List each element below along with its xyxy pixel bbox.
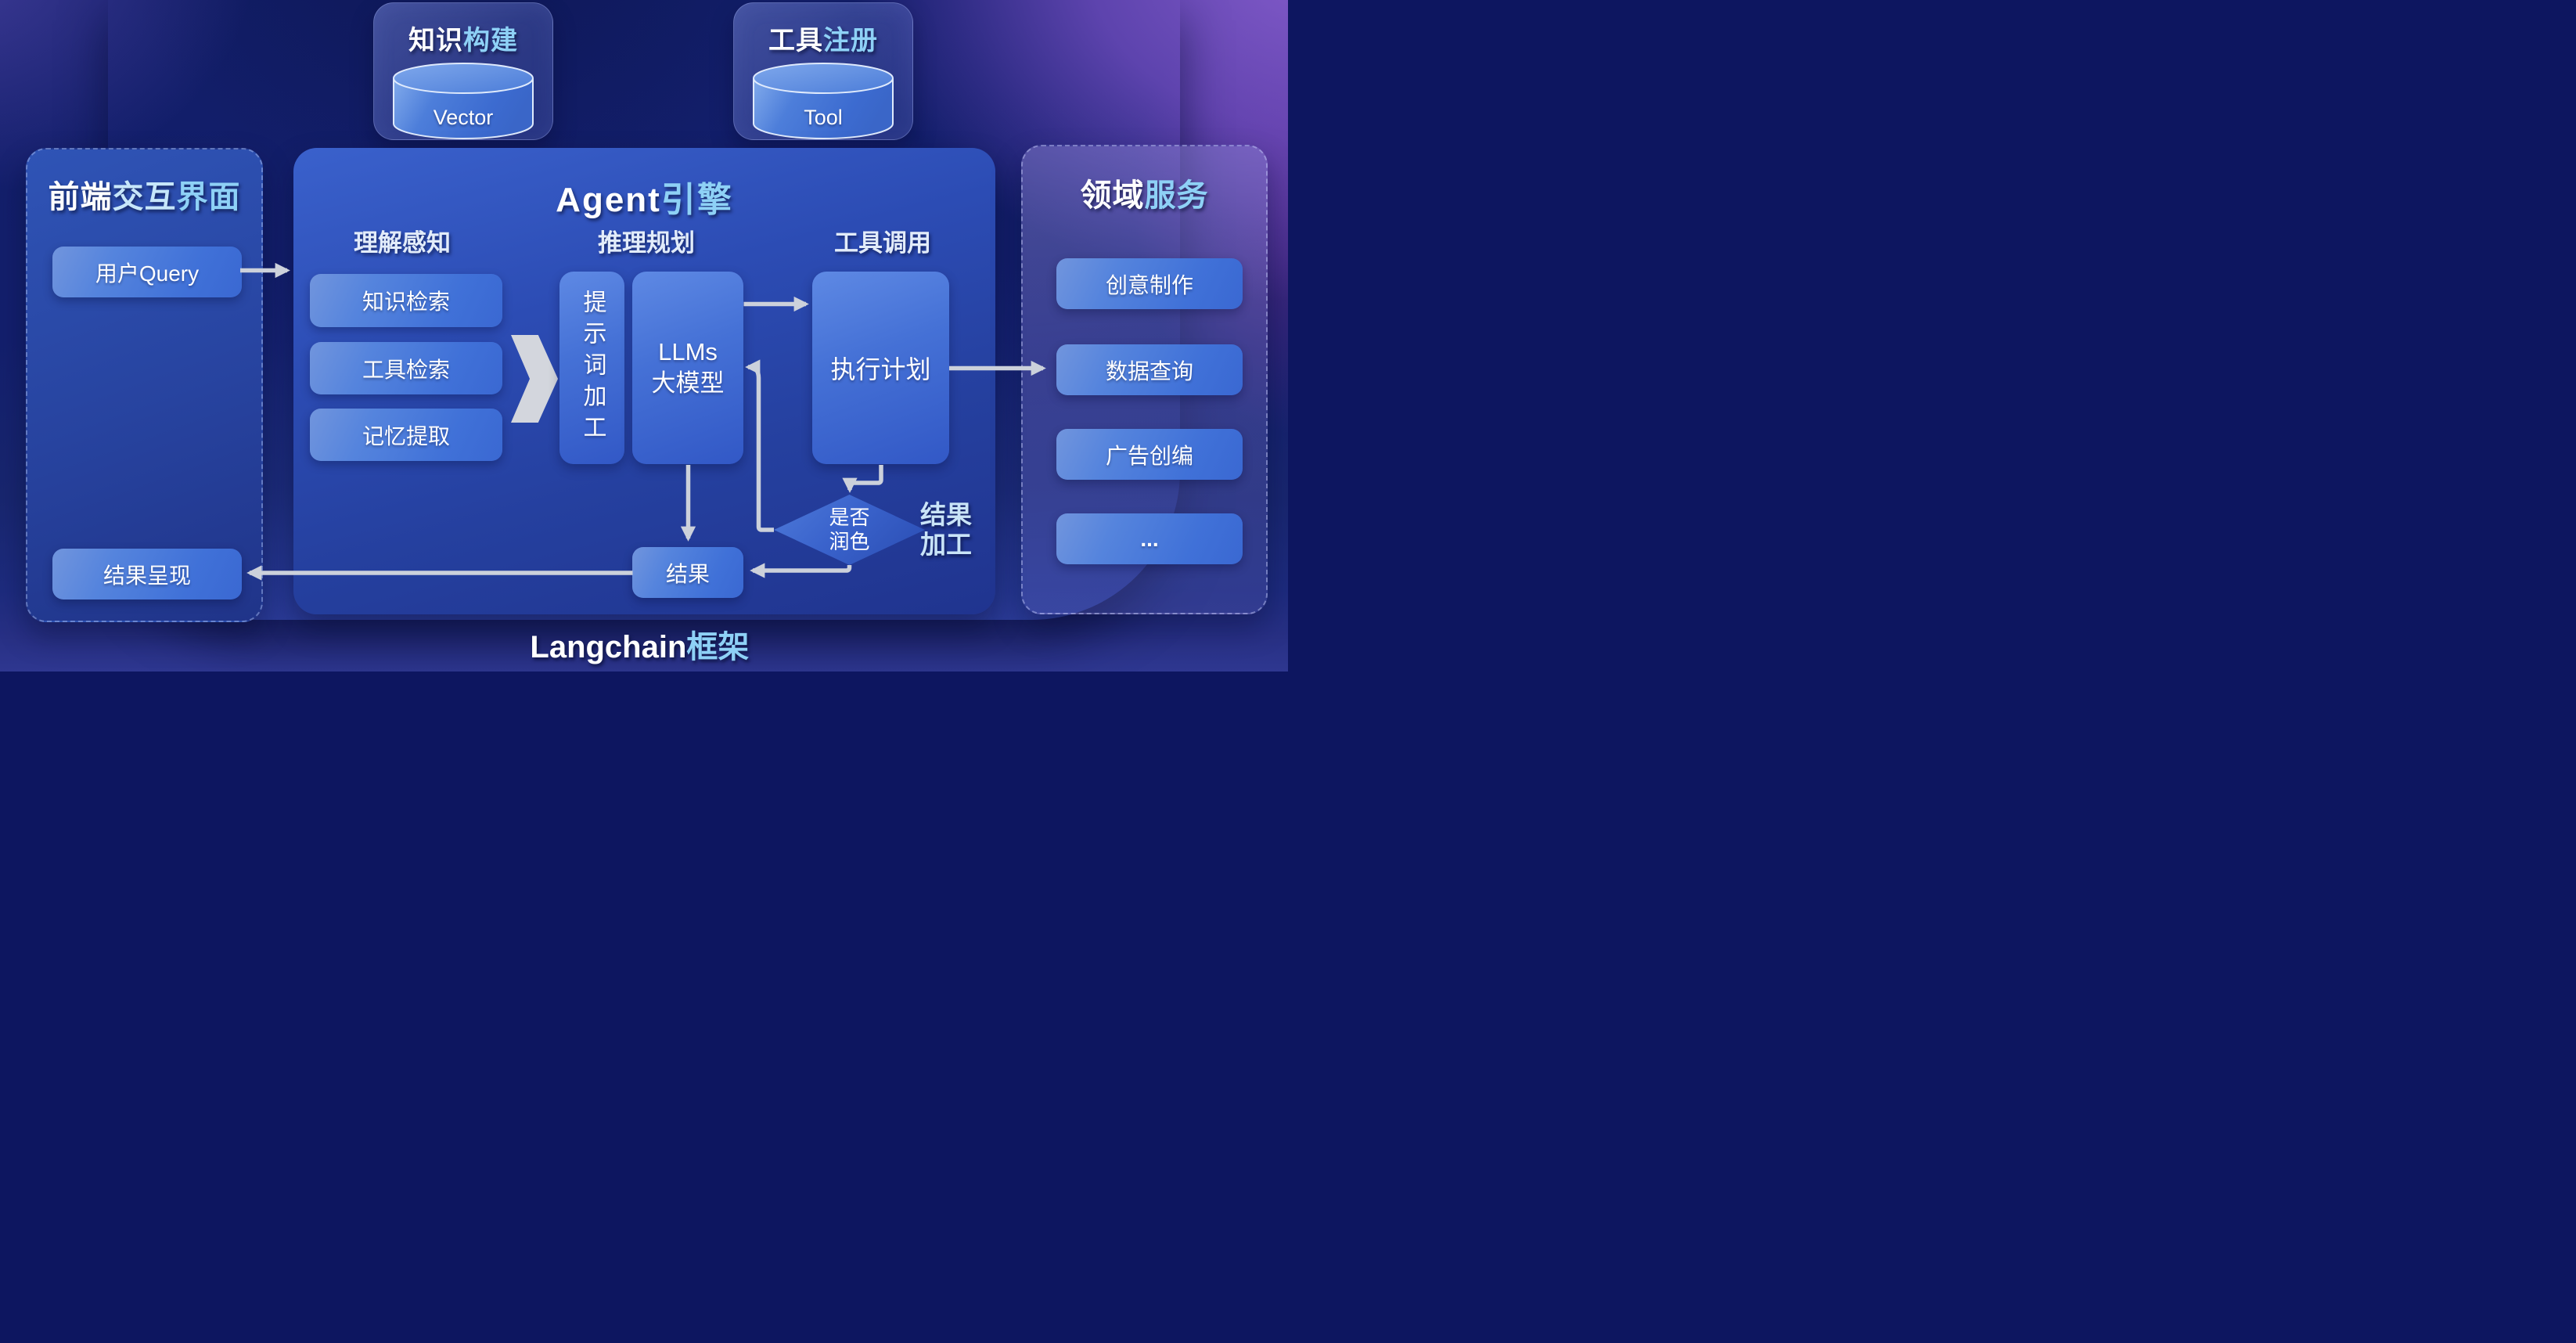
knowledge-retrieval-node: 知识检索 (310, 274, 502, 327)
langchain-framework-label: Langchain框架 (530, 630, 750, 664)
domain-services-panel: 领域服务 创意制作 数据查询 广告创编 ... (1021, 145, 1268, 614)
tool-database-icon: Tool (750, 61, 896, 142)
ad-creation-node: 广告创编 (1056, 429, 1243, 480)
tool-db-label: Tool (804, 106, 843, 129)
vector-database-icon: Vector (390, 61, 536, 142)
agent-engine-title: Agent引擎 (556, 181, 733, 219)
creative-production-node: 创意制作 (1056, 258, 1243, 309)
data-query-node: 数据查询 (1056, 344, 1243, 395)
vector-db-label: Vector (433, 106, 494, 129)
tool-register-title: 工具注册 (768, 26, 878, 56)
prompt-processing-node: 提示词加工 (559, 272, 624, 464)
more-services-node: ... (1056, 513, 1243, 564)
execution-plan-node: 执行计划 (812, 272, 949, 464)
tool-retrieval-node: 工具检索 (310, 342, 502, 394)
result-processing-label: 结果 加工 (920, 500, 972, 559)
frontend-panel-title: 前端交互界面 (48, 180, 241, 214)
chevron-right-arrow-icon (511, 335, 558, 423)
knowledge-build-title: 知识构建 (408, 26, 518, 56)
column-header-reasoning: 推理规划 (598, 229, 695, 257)
memory-extraction-node: 记忆提取 (310, 409, 502, 461)
column-header-perception: 理解感知 (354, 229, 451, 257)
frontend-panel: 前端交互界面 用户Query 结果呈现 (26, 148, 263, 622)
knowledge-build-module: 知识构建 Vector (373, 2, 553, 140)
polish-decision-diamond: 是否 润色 (774, 495, 925, 565)
column-header-tooluse: 工具调用 (834, 229, 931, 257)
llm-model-node: LLMs 大模型 (632, 272, 743, 464)
user-query-node: 用户Query (52, 247, 242, 297)
result-node: 结果 (632, 547, 743, 598)
tool-register-module: 工具注册 Tool (733, 2, 913, 140)
agent-engine-panel: Agent引擎 理解感知 推理规划 工具调用 知识检索 工具检索 记忆提取 提示… (293, 148, 995, 614)
domain-services-title: 领域服务 (1080, 178, 1209, 213)
diagram-canvas: 知识构建 Vector 工具注册 (0, 0, 1288, 672)
result-display-node: 结果呈现 (52, 549, 242, 599)
